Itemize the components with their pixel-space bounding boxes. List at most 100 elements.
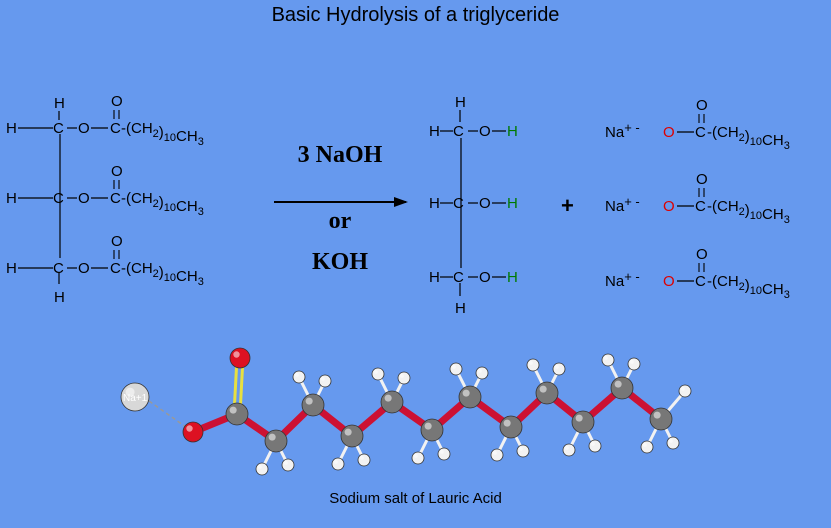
hydrogen-atom [357, 453, 371, 467]
atom-o-carboxylate: O [663, 124, 675, 141]
hydrogen-atom [627, 357, 641, 371]
sodium-atom-highlight [125, 387, 135, 397]
atom-o-carbonyl: O [696, 246, 708, 263]
hydrogen-atom-highlight [283, 460, 288, 465]
acyl-chain-formula: -(CH2)10CH3 [707, 124, 790, 152]
hydrogen-atom-highlight [399, 373, 404, 378]
atom-o-carbonyl: O [696, 97, 708, 114]
hydrogen-atom-highlight [590, 441, 595, 446]
hydrogen-atom-highlight [359, 455, 364, 460]
atom-c-carboxyl: C [695, 198, 706, 215]
hydrogen-atom-highlight [603, 355, 608, 360]
atom-o-ester: O [78, 190, 90, 207]
hydrogen-atom [318, 374, 332, 388]
hydrogen-atom-highlight [629, 359, 634, 364]
acyl-chain-formula: -(CH2)10CH3 [121, 260, 204, 288]
hydrogen-atom [475, 366, 489, 380]
carbon-atom-highlight [614, 380, 622, 388]
model-caption: Sodium salt of Lauric Acid [329, 490, 502, 507]
sodium-label: Na+1 [123, 393, 148, 404]
carbon-atom [420, 418, 444, 442]
hydrogen-atom [601, 353, 615, 367]
hydrogen-atom [666, 436, 680, 450]
hydrogen-atom-highlight [492, 450, 497, 455]
atom-c-carboxyl: C [695, 273, 706, 290]
carbon-atom [499, 415, 523, 439]
atom-o-carbonyl: O [111, 163, 123, 180]
atom-o-carbonyl: O [111, 93, 123, 110]
atom-c: C [53, 260, 64, 277]
hydrogen-atom-highlight [680, 386, 685, 391]
atom-o-carboxylate: O [663, 198, 675, 215]
atom-h-hydroxyl: H [507, 123, 518, 140]
atom-o: O [479, 123, 491, 140]
carbon-atom [301, 393, 325, 417]
carbon-atom-highlight [305, 397, 313, 405]
hydrogen-atom-highlight [373, 369, 378, 374]
hydrogen-atom [562, 443, 576, 457]
hydrogen-atom-highlight [320, 376, 325, 381]
hydrogen-atom [397, 371, 411, 385]
carbon-atom [649, 407, 673, 431]
carbon-atom [225, 402, 249, 426]
hydrogen-atom [588, 439, 602, 453]
reagent-or: or [328, 208, 352, 234]
atom-c: C [53, 190, 64, 207]
atom-c: C [453, 269, 464, 286]
hydrogen-atom [526, 358, 540, 372]
hydrogen-atom [292, 370, 306, 384]
atom-c-carbonyl: C [110, 190, 121, 207]
acyl-chain-formula: -(CH2)10CH3 [121, 190, 204, 218]
atom-h-hydroxyl: H [507, 269, 518, 286]
hydrogen-atom-highlight [257, 464, 262, 469]
acyl-chain-formula: -(CH2)10CH3 [121, 120, 204, 148]
hydrogen-atom-highlight [554, 364, 559, 369]
atom-c: C [53, 120, 64, 137]
atom-c-carbonyl: C [110, 120, 121, 137]
carbon-atom-highlight [229, 406, 237, 414]
hydrogen-atom-highlight [413, 453, 418, 458]
hydrogen-atom-highlight [439, 449, 444, 454]
hydrogen-atom-highlight [333, 459, 338, 464]
atom-c: C [453, 123, 464, 140]
acyl-chain-formula: -(CH2)10CH3 [707, 273, 790, 301]
acyl-chain-formula: -(CH2)10CH3 [707, 198, 790, 226]
carbon-atom-highlight [575, 414, 583, 422]
atom-c-carboxyl: C [695, 124, 706, 141]
hydrogen-atom [552, 362, 566, 376]
glycerol-h-top: H [455, 94, 466, 111]
atom-h: H [6, 260, 17, 277]
carbon-atom-highlight [462, 389, 470, 397]
hydrogen-atom [490, 448, 504, 462]
carbon-atom-highlight [424, 422, 432, 430]
hydrogen-atom [449, 362, 463, 376]
sodium-ion: Na+ - [605, 194, 640, 215]
hydrogen-atom [331, 457, 345, 471]
atom-c-carbonyl: C [110, 260, 121, 277]
oxygen-atom-highlight [186, 425, 193, 432]
hydrogen-atom-highlight [294, 372, 299, 377]
hydrogen-atom-highlight [668, 438, 673, 443]
carbon-atom-highlight [653, 411, 661, 419]
atom-o: O [479, 195, 491, 212]
oxygen-atom [182, 421, 204, 443]
hydrogen-atom [516, 444, 530, 458]
atom-h: H [6, 190, 17, 207]
carbon-atom-highlight [539, 385, 547, 393]
hydrogen-atom-highlight [564, 445, 569, 450]
carbon-atom [571, 410, 595, 434]
hydrogen-atom [255, 462, 269, 476]
carbon-atom-highlight [344, 428, 352, 436]
hydrogen-atom-highlight [528, 360, 533, 365]
atom-o-ester: O [78, 120, 90, 137]
carbon-atom [458, 385, 482, 409]
carbon-atom-highlight [503, 419, 511, 427]
atom-o-carbonyl: O [696, 171, 708, 188]
